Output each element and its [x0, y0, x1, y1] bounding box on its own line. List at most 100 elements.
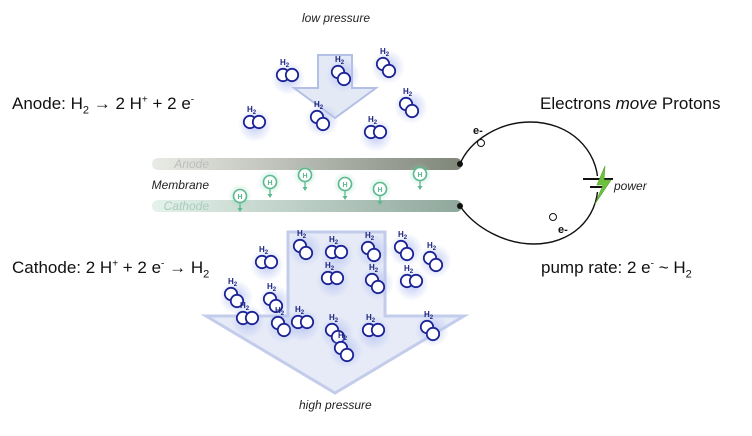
proton-2: H: [258, 170, 282, 198]
hydrogen-atom-2: [428, 257, 444, 273]
electron-top-label: e-: [473, 125, 483, 137]
h2-molecule-24: H2: [415, 310, 449, 347]
h2-molecule-3: H2: [371, 47, 405, 84]
cathode-eq-sub: 2: [203, 268, 210, 281]
proton-label: H: [302, 173, 307, 180]
molecule-label: H2: [369, 263, 379, 274]
proton-3: H: [293, 163, 317, 191]
molecule-label: H2: [365, 231, 375, 242]
molecule-label: H2: [368, 115, 378, 126]
pump-rate-pre: pump rate: 2 e: [541, 258, 651, 277]
molecule-label: H2: [228, 277, 238, 288]
hydrogen-atom-2: [299, 314, 315, 330]
molecule-label: H2: [325, 261, 335, 272]
power-label: power: [614, 179, 647, 193]
molecule-label: H2: [329, 313, 339, 324]
proton-5: H: [368, 177, 392, 205]
electrons-pre: Electrons: [540, 94, 616, 113]
h2-molecule-21: H2: [286, 305, 320, 342]
proton-arrowhead: [237, 208, 243, 212]
molecule-label: H2: [335, 55, 345, 66]
pump-rate-sup: -: [650, 258, 654, 270]
h2-molecule-23: H2: [357, 313, 391, 350]
proton-label: H: [417, 172, 422, 179]
hydrogen-atom-2: [372, 124, 388, 140]
hydrogen-atom-2: [404, 103, 420, 119]
proton-label: H: [267, 180, 272, 187]
proton-label: H: [377, 187, 382, 194]
anode-equation: Anode: H2 → 2 H+ + 2 e-: [12, 94, 194, 116]
h2-molecule-4: H2: [238, 105, 272, 142]
hydrogen-atom-2: [425, 326, 441, 342]
molecule-label: H2: [398, 230, 408, 241]
molecule-label: H2: [403, 87, 413, 98]
hydrogen-atom-2: [315, 116, 331, 132]
proton-label: H: [237, 194, 242, 201]
proton-circle: [412, 166, 428, 182]
anode-eq-sub: 2: [82, 104, 90, 117]
molecule-label: H2: [424, 310, 434, 321]
hydrogen-atom-2: [251, 114, 267, 130]
molecule-label: H2: [366, 313, 376, 324]
h2-molecule-2: H2: [326, 55, 360, 92]
h2-molecule-7: H2: [394, 87, 428, 124]
anode-eq-sup2: -: [190, 94, 195, 106]
h2-molecule-13: H2: [418, 241, 452, 278]
molecule-label: H2: [267, 282, 277, 293]
cathode-terminal: [457, 203, 463, 209]
lightning-icon: [594, 165, 612, 205]
hydrogen-atom-2: [381, 63, 397, 79]
proton-arrowhead: [342, 196, 348, 200]
hydrogen-atom-2: [370, 279, 386, 295]
proton-circle: [262, 174, 278, 190]
cathode-eq-sup: +: [112, 258, 119, 270]
molecule-label: H2: [297, 229, 307, 240]
hydrogen-atom-2: [263, 254, 279, 270]
anode-eq-arrow: → 2 H: [89, 94, 142, 113]
hydrogen-atom-2: [339, 347, 355, 363]
proton-1: H: [228, 184, 252, 212]
h2-molecule-25: H2: [329, 331, 363, 368]
h2-molecule-11: H2: [356, 231, 390, 268]
cathode-eq-sup2: -: [161, 258, 165, 270]
pump-rate-sub: 2: [685, 268, 692, 281]
cathode-bar: [152, 200, 462, 212]
molecule-label: H2: [314, 100, 324, 111]
proton-4: H: [333, 172, 357, 200]
proton-arrowhead: [267, 194, 273, 198]
proton-arrowhead: [377, 201, 383, 205]
pump-rate: pump rate: 2 e- ~ H2: [541, 258, 692, 280]
proton-group: H H H H H H: [228, 162, 432, 212]
proton-arrowhead: [417, 186, 423, 190]
hydrogen-atom-2: [229, 293, 245, 309]
molecule-label: H2: [247, 105, 257, 116]
hydrogen-atom-2: [329, 270, 345, 286]
molecule-label: H2: [338, 331, 348, 342]
anode-terminal: [457, 161, 463, 167]
h2-molecule-10: H2: [320, 235, 354, 272]
molecule-label: H2: [240, 301, 250, 312]
proton-circle: [372, 181, 388, 197]
proton-label: H: [342, 182, 347, 189]
h2-molecule-15: H2: [258, 282, 292, 319]
cathode-layer-label: Cathode: [164, 199, 210, 213]
electrons-move-protons: Electrons move Protons: [540, 94, 720, 114]
electron-top: [477, 139, 485, 147]
hydrogen-atom-2: [408, 273, 424, 289]
hydrogen-atom-2: [336, 71, 352, 87]
hydrogen-atom-2: [244, 310, 260, 326]
proton-circle: [297, 167, 313, 183]
cathode-eq-prefix: Cathode: 2 H: [12, 258, 113, 277]
hydrogen-atom-2: [366, 247, 382, 263]
h2-molecule-17: H2: [360, 263, 394, 300]
low-pressure-label: low pressure: [302, 11, 371, 25]
h2-molecule-19: H2: [231, 301, 265, 338]
electrons-move: move: [615, 94, 658, 113]
h2-molecule-6: H2: [359, 115, 393, 152]
h2-molecule-5: H2: [305, 100, 339, 137]
h2-molecule-16: H2: [316, 261, 350, 298]
molecule-label: H2: [295, 305, 305, 316]
molecule-label: H2: [280, 58, 290, 69]
